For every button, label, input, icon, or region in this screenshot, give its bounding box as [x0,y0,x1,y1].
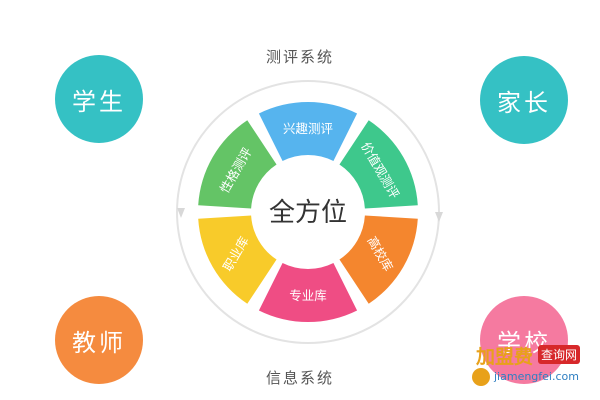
caption-assessment-system: 测评系统 [265,48,334,66]
segment-values [339,120,418,209]
segment-label-interest: 兴趣测评 [283,121,333,136]
cycle-arrow-right-icon [435,212,443,222]
segment-interest [258,102,358,161]
segment-careers [198,215,277,304]
watermark: 加盟费 查询网 jiamengfei.com [470,342,595,392]
corner-circle-parent: 家长 [480,56,568,144]
segment-label-majors: 专业库 [289,288,327,303]
corner-circle-student: 学生 [55,55,143,143]
segment-majors [258,263,358,322]
watermark-badge: 查询网 [538,345,581,364]
watermark-url: jiamengfei.com [494,370,579,383]
caption-information-system: 信息系统 [265,369,334,387]
center-label: 全方位 [269,198,347,228]
cycle-arrow-left-icon [177,208,185,218]
corner-circle-teacher: 教师 [55,296,143,384]
center-hub [253,157,363,267]
segment-universities [339,215,418,304]
segment-personality [198,120,277,209]
corner-circle-school: 学校 [480,296,568,384]
watermark-logo-icon [472,368,490,386]
watermark-brand: 加盟费 [476,346,534,368]
